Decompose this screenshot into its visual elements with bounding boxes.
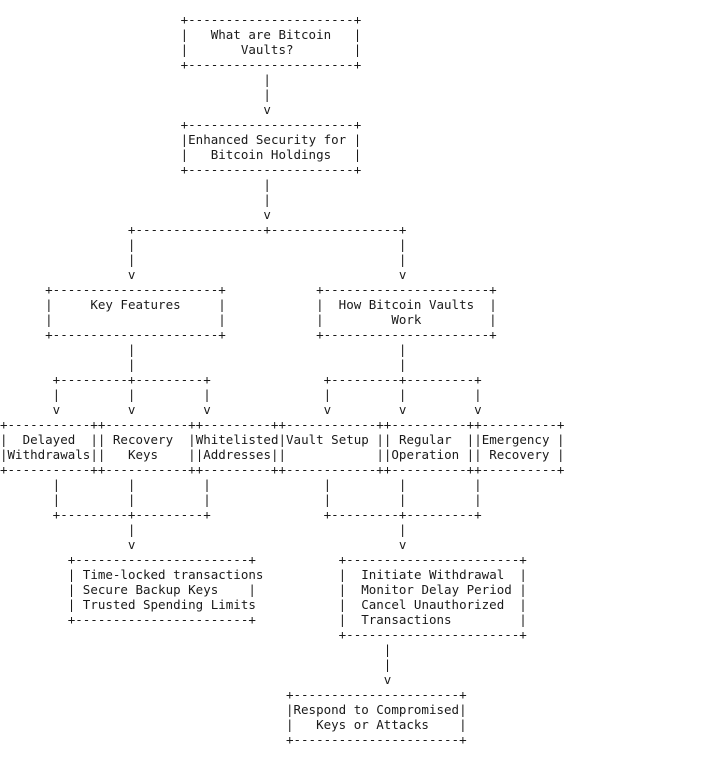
- final-node-line: Respond to Compromised: [293, 702, 460, 717]
- diagram-row: | Time-locked transactions | Initiate Wi…: [0, 567, 527, 582]
- features-summary-line: Time-locked transactions: [82, 567, 264, 582]
- branch-how-title-line: How Bitcoin Vaults: [338, 297, 475, 312]
- diagram-row: | | | Work |: [0, 312, 497, 327]
- diagram-row: v v v v v v: [0, 402, 482, 417]
- diagram-row: |: [0, 642, 392, 657]
- diagram-row: +----------------------+: [0, 117, 362, 132]
- diagram-row: | |: [0, 357, 407, 372]
- how-summary-line: Initiate Withdrawal: [361, 567, 505, 582]
- diagram-row: +----------------------+: [0, 57, 362, 72]
- diagram-row: | | | | | |: [0, 477, 482, 492]
- features-summary-line: Trusted Spending Limits: [82, 597, 256, 612]
- diagram-row: | |: [0, 252, 407, 267]
- diagram-row: | Bitcoin Holdings |: [0, 147, 362, 162]
- branch-how-title-line: Work: [391, 312, 422, 327]
- diagram-row: | Key Features | | How Bitcoin Vaults |: [0, 297, 497, 312]
- item-1-2-line: Recovery: [489, 447, 550, 462]
- features-summary-line: Secure Backup Keys: [82, 582, 219, 597]
- diagram-row: |Enhanced Security for |: [0, 132, 362, 147]
- diagram-row: |: [0, 87, 271, 102]
- diagram-row: |: [0, 657, 392, 672]
- diagram-row: |Respond to Compromised|: [0, 702, 467, 717]
- diagram-row: v v: [0, 537, 407, 552]
- diagram-row: +-----------------------+: [0, 627, 527, 642]
- diagram-row: v v: [0, 267, 407, 282]
- diagram-row: +----------------------+: [0, 687, 467, 702]
- root-node-line: Vaults?: [240, 42, 294, 57]
- diagram-row: |: [0, 72, 271, 87]
- diagram-row: | Trusted Spending Limits | Cancel Unaut…: [0, 597, 527, 612]
- diagram-row: | Keys or Attacks |: [0, 717, 467, 732]
- item-1-1-line: Regular: [398, 432, 452, 447]
- benefit-node-line: Bitcoin Holdings: [210, 147, 332, 162]
- root-node-line: What are Bitcoin: [210, 27, 332, 42]
- diagram-row: +----------------------+ +--------------…: [0, 327, 497, 342]
- diagram-row: | |: [0, 342, 407, 357]
- diagram-row: | What are Bitcoin |: [0, 27, 362, 42]
- diagram-row: | Secure Backup Keys | | Monitor Delay P…: [0, 582, 527, 597]
- item-0-0-line: Delayed: [22, 432, 76, 447]
- diagram-row: | |: [0, 237, 407, 252]
- item-0-1-line: Recovery: [112, 432, 174, 447]
- item-1-0-line: Vault Setup: [286, 432, 369, 447]
- final-node-line: Keys or Attacks: [316, 717, 429, 732]
- diagram-row: |: [0, 177, 271, 192]
- how-summary-line: Monitor Delay Period: [361, 582, 512, 597]
- diagram-row: +----------------------+: [0, 162, 362, 177]
- diagram-row: +----------------------+: [0, 732, 467, 747]
- diagram-row: |Withdrawals|| Keys ||Addresses|| ||Oper…: [0, 447, 565, 462]
- diagram-row: +-----------++-----------++---------++--…: [0, 417, 565, 432]
- diagram-row: | Vaults? |: [0, 42, 362, 57]
- item-1-1-line: Operation: [391, 447, 460, 462]
- diagram-row: +----------------------+: [0, 12, 362, 27]
- diagram-row: +---------+---------+ +---------+-------…: [0, 507, 482, 522]
- how-summary-line: Cancel Unauthorized: [361, 597, 505, 612]
- how-summary-line: Transactions: [361, 612, 452, 627]
- item-1-2-line: Emergency: [481, 432, 550, 447]
- diagram-row: +---------+---------+ +---------+-------…: [0, 372, 482, 387]
- diagram-row: +----------------------+ +--------------…: [0, 282, 497, 297]
- diagram-row: | Delayed || Recovery |Whitelisted|Vault…: [0, 432, 565, 447]
- diagram-row: |: [0, 192, 271, 207]
- diagram-row: [0, 747, 703, 762]
- diagram-row: v: [0, 207, 271, 222]
- diagram-row: +-----------------------+ +-------------…: [0, 552, 527, 567]
- item-0-1-line: Keys: [127, 447, 159, 462]
- diagram-row: | | | | | |: [0, 492, 482, 507]
- branch-features-title-line: Key Features: [90, 297, 181, 312]
- diagram-row: +-----------------------+ | Transactions…: [0, 612, 527, 627]
- diagram-row: +-----------------+-----------------+: [0, 222, 407, 237]
- ascii-flowchart: +----------------------+ | What are Bitc…: [0, 12, 703, 762]
- item-0-2-line: Whitelisted: [195, 432, 279, 447]
- diagram-row: +-----------++-----------++---------++--…: [0, 462, 565, 477]
- diagram-row: v: [0, 672, 392, 687]
- diagram-row: | |: [0, 522, 407, 537]
- item-0-0-line: Withdrawals: [7, 447, 91, 462]
- item-0-2-line: Addresses: [203, 447, 271, 462]
- diagram-row: v: [0, 102, 271, 117]
- diagram-row: | | | | | |: [0, 387, 482, 402]
- benefit-node-line: Enhanced Security for: [188, 132, 347, 147]
